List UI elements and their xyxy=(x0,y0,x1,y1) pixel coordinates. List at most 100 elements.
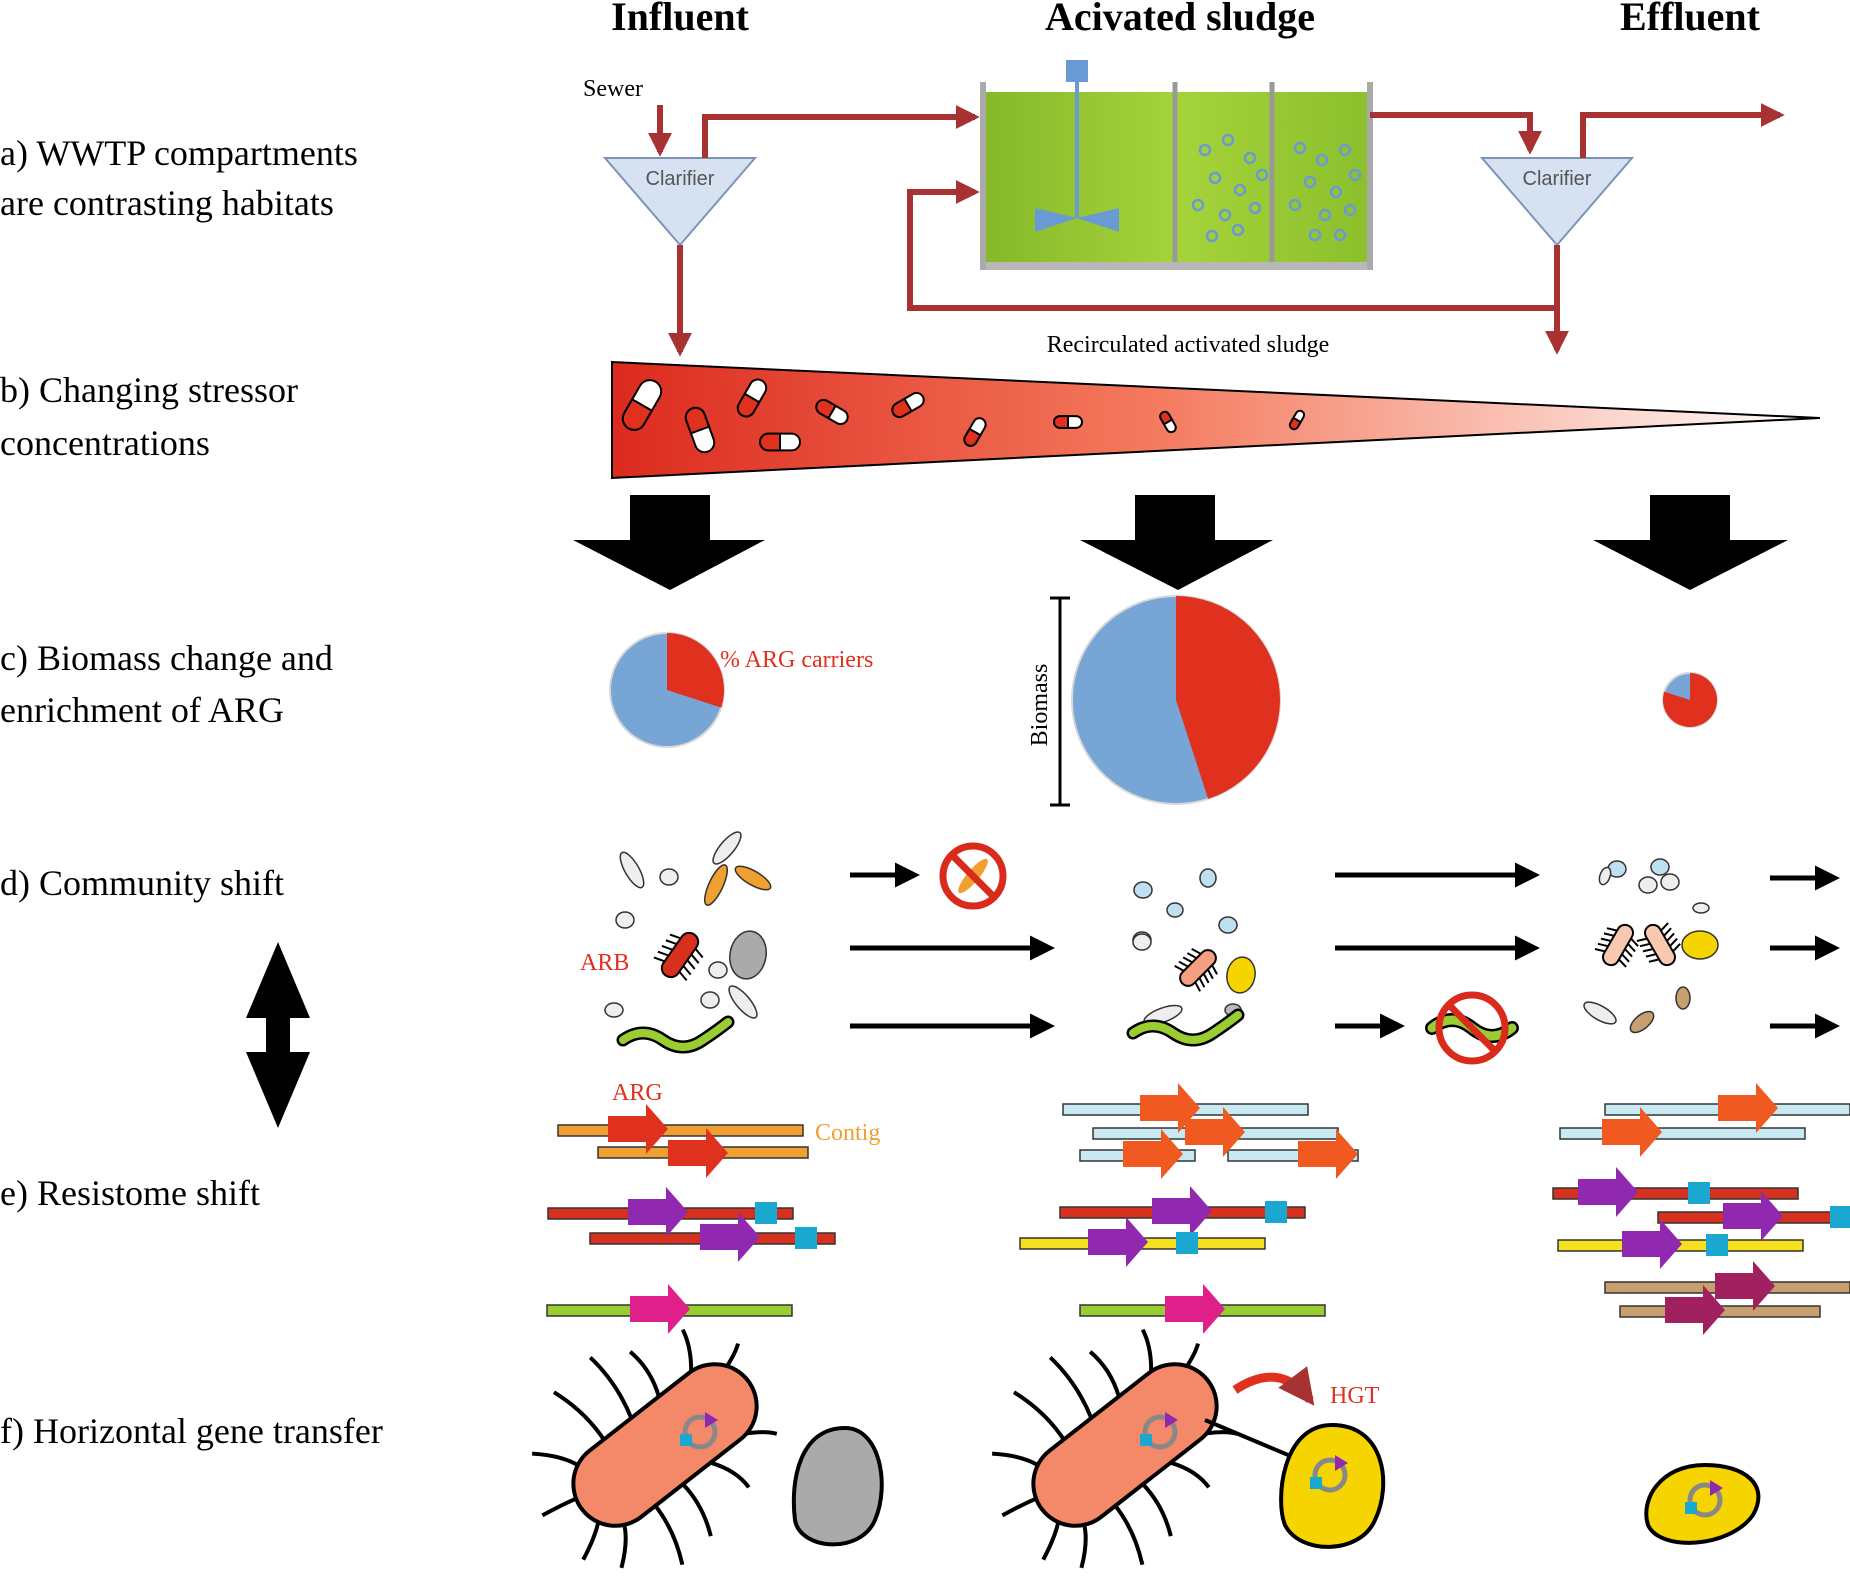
arg-gene xyxy=(1578,1167,1638,1217)
microbe xyxy=(1218,916,1238,934)
plasmid-mge xyxy=(1310,1477,1322,1489)
cilium xyxy=(1202,973,1210,984)
plasmid-mge xyxy=(1685,1502,1697,1514)
hgt-cells xyxy=(532,1328,1761,1569)
arb-cell xyxy=(653,931,704,982)
microbe xyxy=(728,985,758,1019)
rod-body xyxy=(1644,923,1676,967)
pill xyxy=(1288,409,1306,431)
cilium xyxy=(1621,953,1630,963)
clarifier-right-label: Clarifier xyxy=(1523,168,1592,190)
clarifier-right xyxy=(1479,157,1635,247)
mixer-blade-right xyxy=(1077,208,1119,232)
mobile-element xyxy=(755,1202,777,1224)
flagellum xyxy=(1012,1390,1067,1443)
bubble xyxy=(1208,171,1222,185)
bubble xyxy=(1303,175,1317,189)
cilium xyxy=(678,970,688,982)
pill xyxy=(963,417,987,447)
effluent-rod xyxy=(1594,923,1639,968)
header-effluent: Effluent xyxy=(1620,0,1761,39)
mobile-element xyxy=(1265,1201,1287,1223)
wwtp-schematic: Sewer Clarifier Clarifier Recirculate xyxy=(583,60,1785,358)
pill-red-half xyxy=(736,392,761,418)
bubble xyxy=(1248,201,1262,215)
plasmid-mge xyxy=(1140,1434,1152,1446)
donor-cell-activated-sludge xyxy=(992,1328,1238,1569)
bubble xyxy=(1231,223,1245,237)
bubble xyxy=(1198,143,1212,157)
pie-activated-sludge xyxy=(1071,595,1281,805)
arg-gene xyxy=(1718,1083,1778,1133)
rod-cell-body xyxy=(571,1362,759,1528)
cilium xyxy=(1642,948,1654,953)
pipe-recirculation xyxy=(907,180,1560,311)
cilium xyxy=(1198,977,1206,988)
recirculated-label: Recirculated activated sludge xyxy=(1047,332,1330,358)
pill-red-half xyxy=(891,397,913,419)
microbial-cells xyxy=(604,831,1719,1054)
cilium xyxy=(1666,932,1675,942)
pie-effluent xyxy=(1662,672,1718,728)
row-label-c-line1: c) Biomass change and xyxy=(0,638,333,678)
microbe xyxy=(1199,868,1217,888)
cilium xyxy=(1660,922,1669,932)
pill-red-half xyxy=(1288,416,1303,431)
pill-red-half xyxy=(759,432,781,452)
cilium xyxy=(1211,964,1218,975)
mixer-motor xyxy=(1066,60,1088,82)
flagellum xyxy=(1112,1502,1145,1566)
cilium xyxy=(653,956,665,963)
row-label-c-line2: enrichment of ARG xyxy=(0,690,284,730)
sewer-label: Sewer xyxy=(583,76,643,102)
cilium xyxy=(694,948,704,959)
pill xyxy=(684,406,716,454)
cilium xyxy=(1627,943,1636,953)
row-label-a-line2: are contrasting habitats xyxy=(0,183,334,223)
down-arrow-activated-sludge xyxy=(1080,495,1273,590)
plasmid-transferred xyxy=(1310,1455,1348,1493)
hgt-arrow xyxy=(1232,1366,1315,1406)
microbe xyxy=(1226,956,1256,994)
transition-arrows xyxy=(850,862,1840,1039)
cilium xyxy=(1194,981,1202,992)
pipe-to-effluent-clarifier xyxy=(1370,112,1542,155)
cilium xyxy=(1618,958,1627,968)
down-arrow-influent xyxy=(573,495,765,590)
arg-gene xyxy=(1165,1284,1225,1334)
arg-gene xyxy=(628,1187,688,1237)
arg-label: ARG xyxy=(612,1080,663,1106)
cilium xyxy=(669,933,681,940)
microbe xyxy=(1692,902,1710,914)
cilium xyxy=(1669,937,1678,947)
conjugation-pilus xyxy=(1204,1418,1301,1462)
cilium xyxy=(1648,958,1660,963)
cilium xyxy=(1639,942,1651,948)
cilium xyxy=(1207,968,1214,980)
clarifier-left xyxy=(602,157,758,247)
microbe xyxy=(1132,933,1152,951)
microbe xyxy=(1675,986,1691,1010)
mobile-element xyxy=(1706,1234,1728,1256)
bubble xyxy=(1233,183,1247,197)
arg-gene xyxy=(1622,1219,1682,1269)
recipient-cell-influent xyxy=(791,1425,884,1547)
flagellum xyxy=(1169,1460,1211,1489)
plasmid-ring xyxy=(1687,1482,1723,1518)
prohibited-sign-1 xyxy=(939,842,1007,910)
row-label-d: d) Community shift xyxy=(0,863,284,903)
cilium xyxy=(1186,952,1198,959)
plasmid-ring xyxy=(682,1414,718,1450)
row-label-a-line1: a) WWTP compartments xyxy=(0,133,358,173)
header-influent: Influent xyxy=(611,0,749,39)
plasmid-influent xyxy=(680,1412,718,1450)
mobile-element xyxy=(1688,1182,1710,1204)
pie-influent xyxy=(609,632,725,748)
microbe xyxy=(708,961,728,979)
contig-bar xyxy=(1559,1127,1806,1140)
flagellum xyxy=(652,1502,685,1566)
plasmid-effluent xyxy=(1685,1480,1723,1518)
cilium xyxy=(1174,964,1185,972)
microbe xyxy=(734,865,772,891)
plasmid-ring xyxy=(1312,1457,1348,1493)
